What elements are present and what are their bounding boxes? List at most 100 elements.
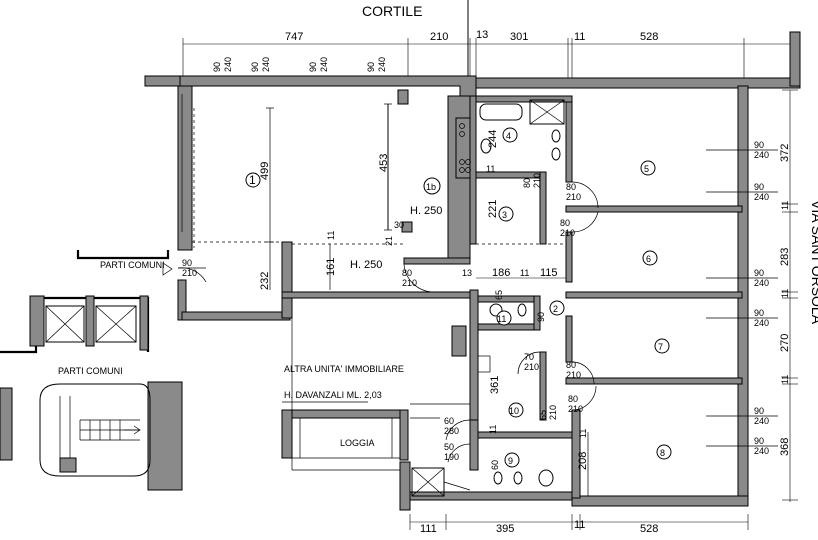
top-windows: 90 240 90 240 90 240 90 240 <box>205 57 396 77</box>
shower-icon <box>529 99 565 125</box>
sink-icon <box>551 147 561 161</box>
svg-text:50: 50 <box>444 442 454 452</box>
parti-comuni-label-2: PARTI COMUNI <box>58 366 123 376</box>
altra-unita: ALTRA UNITA' IMMOBILIARE H. DAVANZALI ML… <box>281 298 470 471</box>
via-sant-orsola-label: VIA SANT'ORSOLA <box>809 200 818 325</box>
svg-text:11: 11 <box>780 289 790 298</box>
h250-a: H. 250 <box>410 205 442 217</box>
svg-text:60: 60 <box>444 416 454 426</box>
svg-text:1b: 1b <box>426 182 436 192</box>
svg-text:210: 210 <box>182 268 197 278</box>
room-4: 4 244 11 80 210 <box>459 99 565 188</box>
svg-text:90: 90 <box>754 406 764 416</box>
dim-499: 499 <box>259 162 271 180</box>
room-11-number: 11 <box>497 314 506 324</box>
svg-text:80: 80 <box>560 218 570 228</box>
svg-text:208: 208 <box>577 452 589 470</box>
loggia-label: LOGGIA <box>340 438 375 448</box>
elevator-2-icon <box>95 305 137 343</box>
room-1-marker <box>245 172 261 188</box>
room-8-number: 8 <box>660 448 665 458</box>
dim-13: 13 <box>476 29 488 41</box>
rooms-center: 13 186 11 115 11 65 90 10 361 70 210 65 … <box>411 267 589 497</box>
room-1-number: 1 <box>249 173 256 187</box>
altra-unita-label: ALTRA UNITA' IMMOBILIARE <box>284 364 404 374</box>
svg-text:210: 210 <box>402 278 417 288</box>
interior-walls <box>181 89 743 499</box>
svg-text:90: 90 <box>366 62 376 72</box>
svg-text:4: 4 <box>506 131 511 141</box>
svg-text:21: 21 <box>384 236 394 246</box>
svg-text:221: 221 <box>487 200 499 218</box>
svg-text:240: 240 <box>377 57 387 72</box>
svg-text:111: 111 <box>420 523 437 535</box>
svg-text:90: 90 <box>754 268 764 278</box>
dim-210: 210 <box>430 31 448 43</box>
svg-text:240: 240 <box>261 57 271 72</box>
svg-text:186: 186 <box>492 267 510 279</box>
room-6-number: 6 <box>646 254 651 264</box>
svg-text:528: 528 <box>640 523 658 535</box>
svg-text:65: 65 <box>494 290 504 300</box>
svg-text:11: 11 <box>780 375 790 384</box>
svg-text:210: 210 <box>524 362 539 372</box>
svg-text:90: 90 <box>754 308 764 318</box>
dim-528-top: 528 <box>640 31 658 43</box>
bottom-dimension-chain: 111 395 11 528 <box>409 514 749 535</box>
svg-text:244: 244 <box>487 130 499 148</box>
dim-301: 301 <box>510 31 528 43</box>
room-1: 499 232 1 90 210 <box>162 94 282 290</box>
parti-comuni: PARTI COMUNI PARTI COMUNI <box>0 250 183 491</box>
svg-text:361: 361 <box>489 376 501 394</box>
davanzali-label: H. DAVANZALI ML. 2,03 <box>284 390 382 400</box>
wc-icon <box>489 303 503 317</box>
svg-text:240: 240 <box>223 57 233 72</box>
svg-text:210: 210 <box>548 405 558 420</box>
toilet-icon <box>480 138 492 154</box>
dim-11-top: 11 <box>574 31 585 43</box>
svg-text:65: 65 <box>538 410 548 420</box>
svg-text:210: 210 <box>566 192 581 202</box>
sink-icon-11 <box>517 303 527 317</box>
room-5-number: 5 <box>644 164 649 174</box>
svg-text:11: 11 <box>578 429 588 438</box>
svg-text:372: 372 <box>779 144 791 162</box>
svg-text:210: 210 <box>566 370 581 380</box>
room-1b: 453 1b H. 250 30 21 H. 250 161 11 80 210 <box>292 103 442 293</box>
room-3: 3 221 <box>476 200 566 245</box>
top-dimension-chain: 747 210 13 301 11 528 <box>182 29 790 80</box>
svg-text:240: 240 <box>754 446 769 456</box>
svg-text:210: 210 <box>568 404 583 414</box>
svg-text:11: 11 <box>574 519 585 531</box>
svg-text:240: 240 <box>319 57 329 72</box>
svg-text:90: 90 <box>754 182 764 192</box>
staircase-icon <box>39 383 151 477</box>
svg-text:80: 80 <box>522 178 532 188</box>
room-10-number: 10 <box>509 406 519 416</box>
svg-text:395: 395 <box>496 523 514 535</box>
svg-text:240: 240 <box>754 318 769 328</box>
svg-text:11: 11 <box>326 231 336 240</box>
svg-text:240: 240 <box>754 150 769 160</box>
svg-text:283: 283 <box>779 248 791 266</box>
svg-text:80: 80 <box>568 394 578 404</box>
parti-comuni-label-1: PARTI COMUNI <box>100 260 165 270</box>
cortile-label: CORTILE <box>362 3 422 19</box>
svg-text:270: 270 <box>779 334 791 352</box>
svg-text:190: 190 <box>444 452 459 462</box>
svg-text:11: 11 <box>486 164 495 174</box>
svg-text:80: 80 <box>566 182 576 192</box>
elevator-1-icon <box>45 305 85 343</box>
svg-text:90: 90 <box>754 436 764 446</box>
room-7-number: 7 <box>658 342 663 352</box>
svg-text:115: 115 <box>540 267 558 279</box>
svg-text:90: 90 <box>250 62 260 72</box>
svg-text:210: 210 <box>560 228 575 238</box>
svg-text:70: 70 <box>524 352 534 362</box>
dim-747: 747 <box>285 31 303 43</box>
svg-text:60: 60 <box>490 460 500 470</box>
svg-text:11: 11 <box>780 201 790 210</box>
svg-text:30: 30 <box>394 220 404 230</box>
bathtub-icon <box>479 103 523 121</box>
